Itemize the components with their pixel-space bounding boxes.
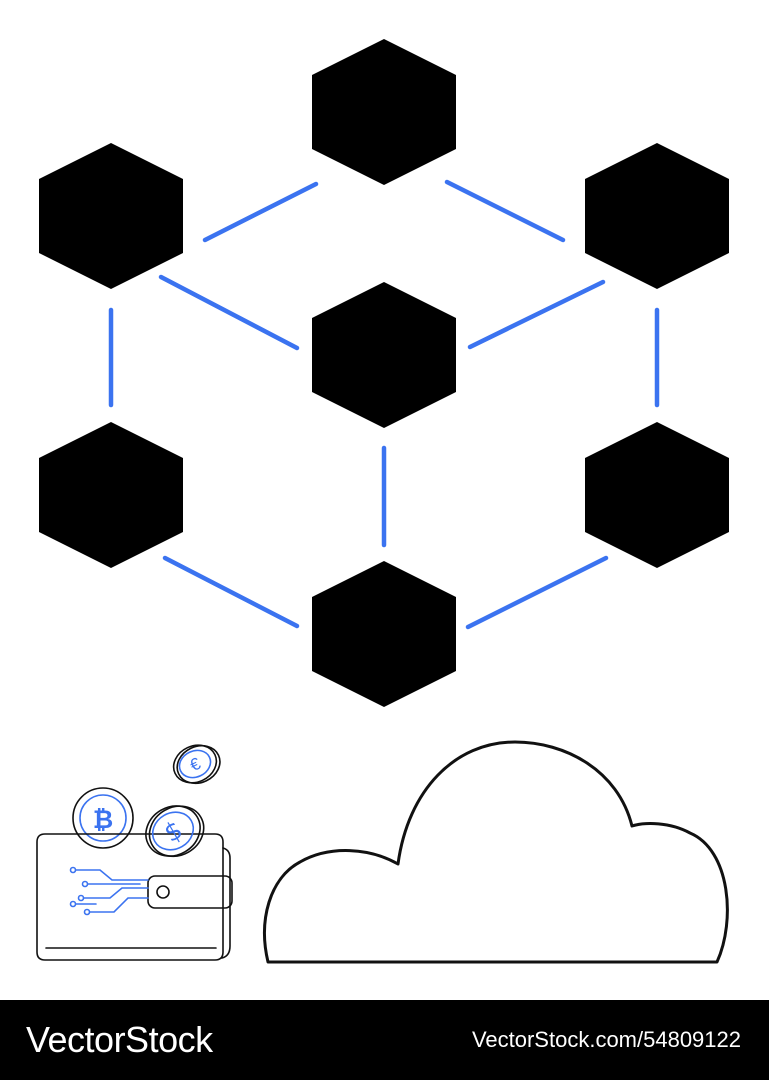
euro-coin-icon: € [172, 744, 221, 785]
cloud-icon [263, 740, 729, 964]
cube-icon [585, 143, 729, 289]
wallet-icon [36, 833, 233, 961]
dollar-coin-icon: $ [145, 805, 205, 858]
cube-icon [39, 422, 183, 568]
link-line [162, 555, 300, 629]
link-line [465, 555, 609, 630]
blockchain-illustration: € ₿ $ [36, 39, 729, 964]
cube-icon [312, 39, 456, 185]
brand-logo-text: VectorStock [26, 1019, 213, 1060]
cube-icon [39, 143, 183, 289]
circuit-icon [69, 866, 149, 916]
link-line [158, 274, 300, 351]
cube-icon [312, 282, 456, 428]
link-line [467, 279, 606, 350]
dollar-symbol: $ [159, 815, 187, 848]
cube-icon [312, 561, 456, 707]
network-links [108, 179, 660, 630]
network-cubes [39, 39, 729, 707]
euro-symbol: € [187, 754, 204, 775]
bitcoin-symbol: ₿ [93, 805, 113, 834]
link-line [444, 179, 566, 243]
stock-id: VectorStock.com/54809122 [471, 1027, 741, 1052]
watermark-footer: VectorStock VectorStock.com/54809122 [0, 1000, 769, 1080]
bitcoin-coin-icon: ₿ [72, 787, 134, 849]
link-line [202, 181, 319, 243]
cube-icon [585, 422, 729, 568]
